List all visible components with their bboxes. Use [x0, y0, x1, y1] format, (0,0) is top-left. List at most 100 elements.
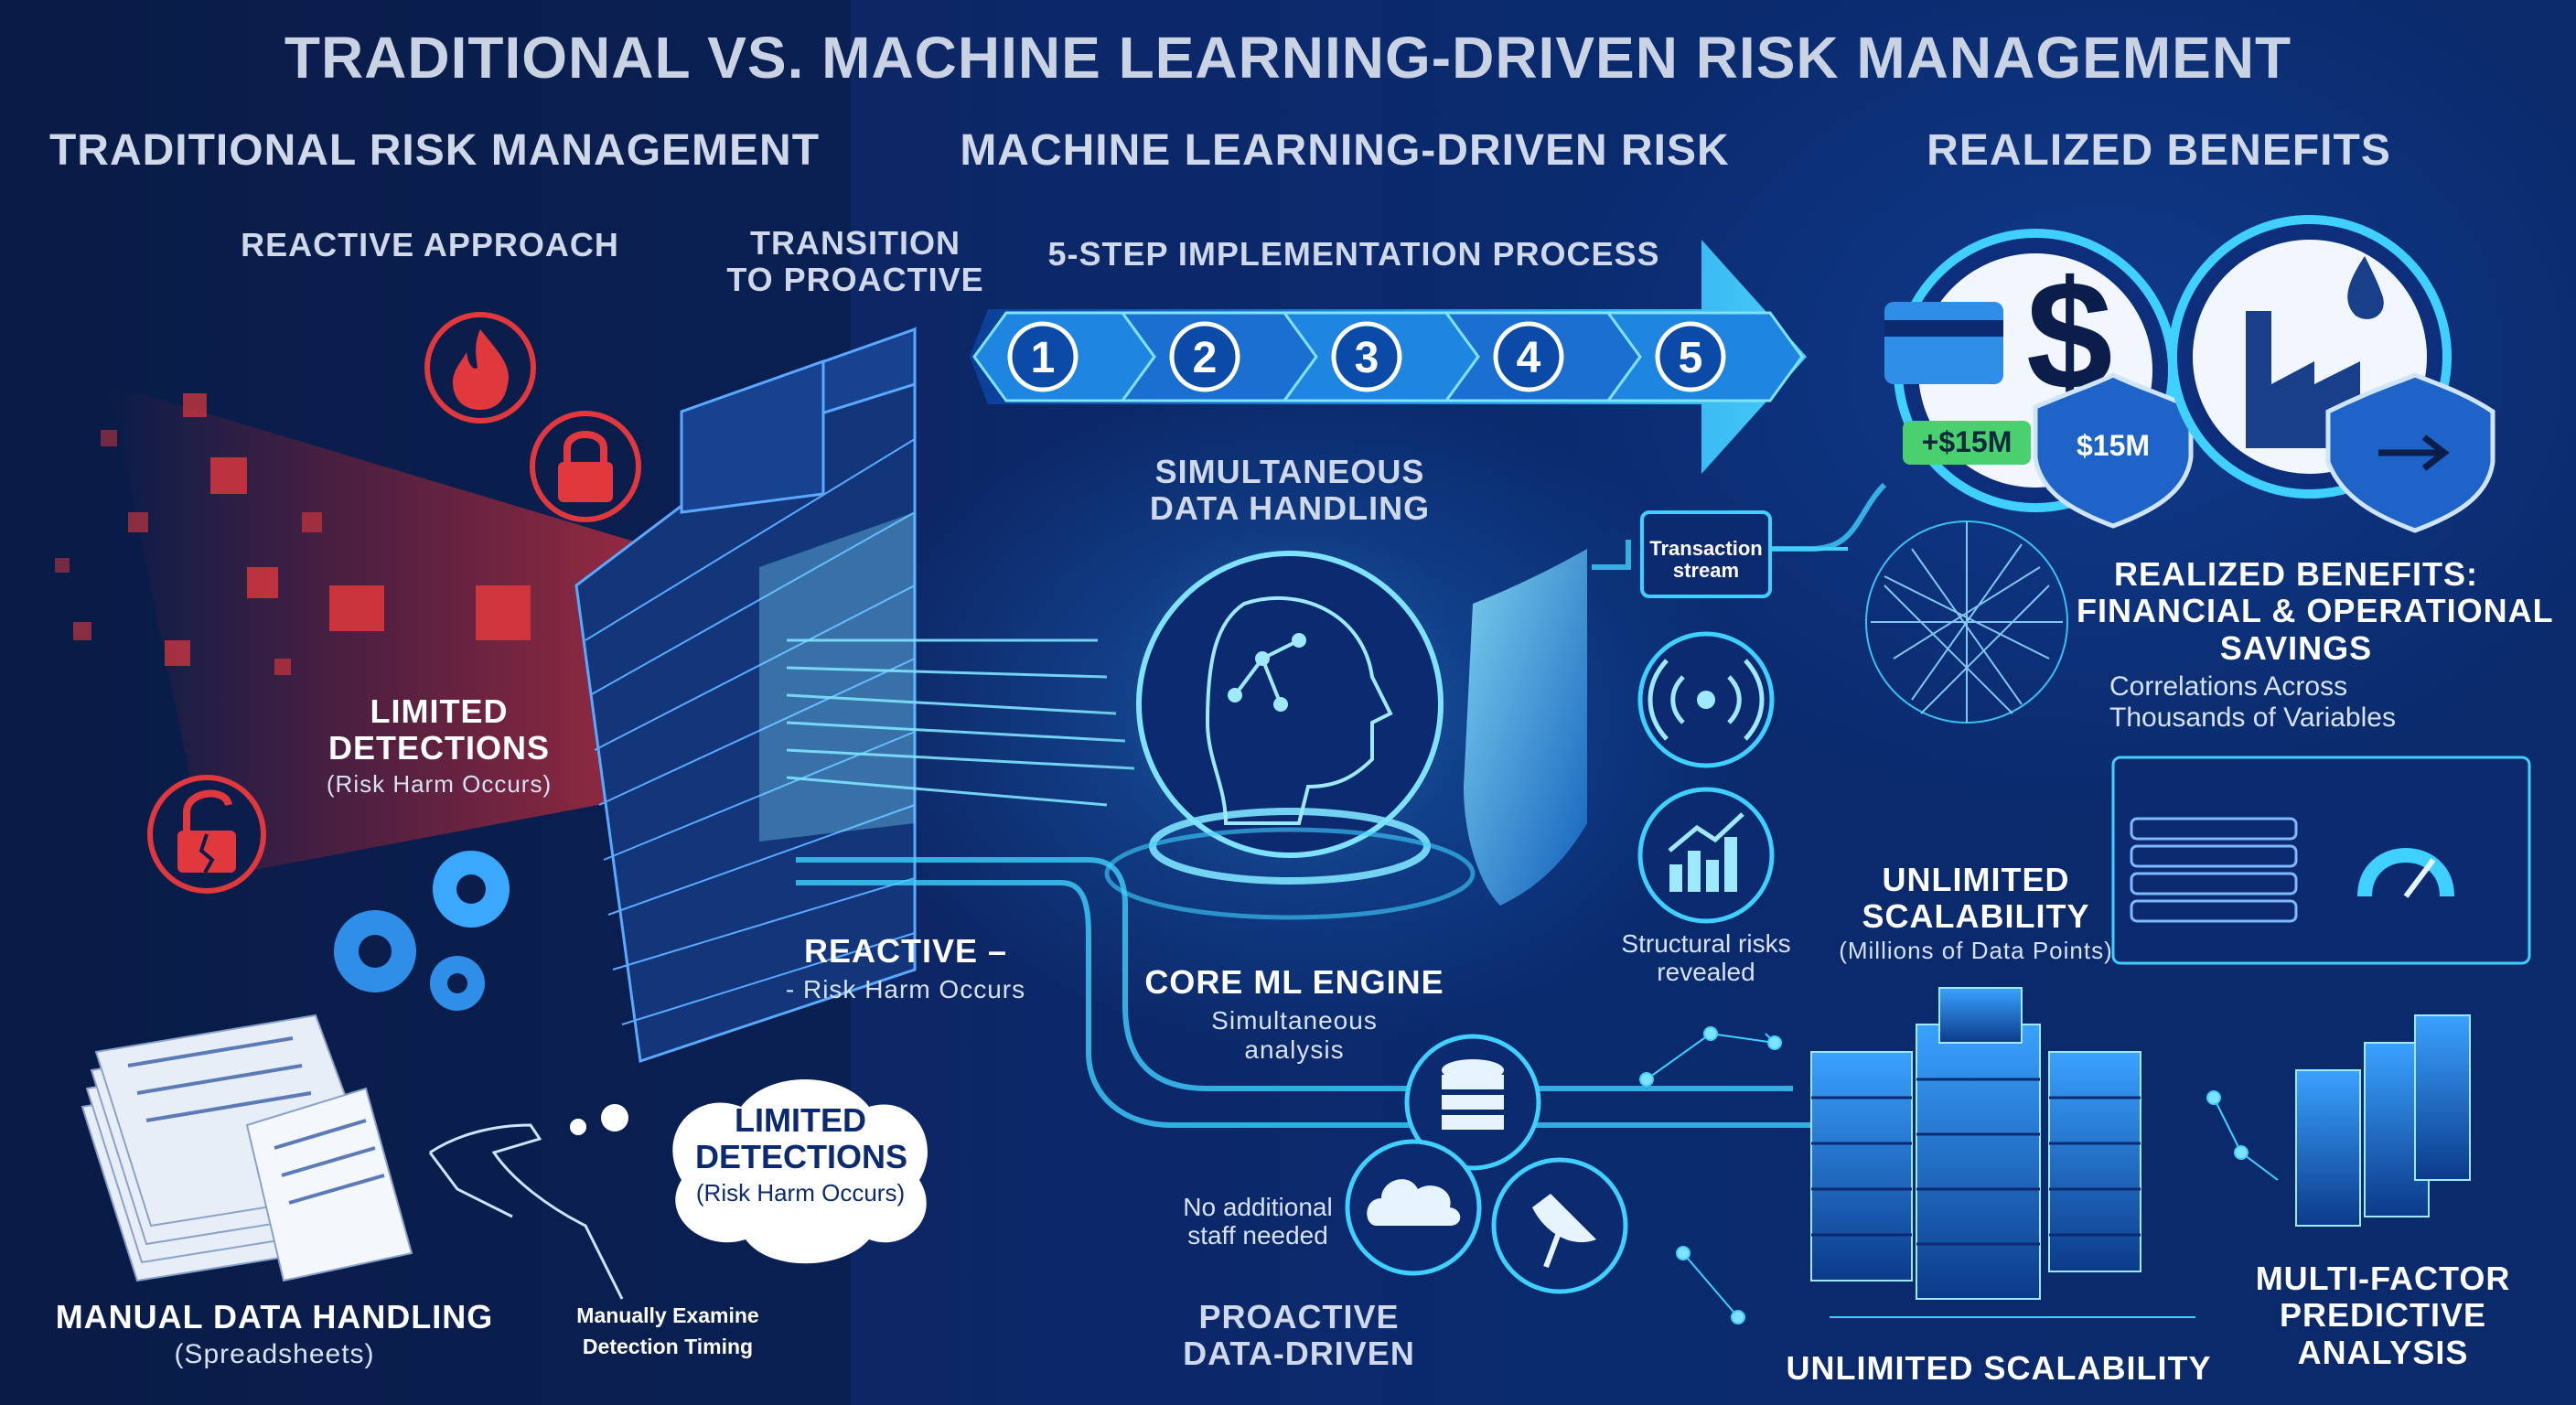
process-step-number: 1: [1031, 334, 1056, 382]
cloud-sub: (Risk Harm Occurs): [695, 1178, 906, 1207]
proactive-label: PROACTIVE DATA-DRIVEN: [1153, 1298, 1445, 1373]
transition-label: TRANSITION TO PROACTIVE: [723, 224, 988, 299]
thought-cloud: [570, 1079, 928, 1264]
manually-examine: Manually Examine: [576, 1303, 759, 1327]
ai-head-icon: [1205, 595, 1393, 825]
network-nodes: [1639, 1026, 2279, 1325]
multi-factor-label: MULTI-FACTOR PREDICTIVE ANALYSIS: [2232, 1260, 2534, 1371]
transaction-line1: Transaction: [1649, 537, 1763, 560]
database-icon: [1404, 1034, 1541, 1171]
lock-icon: [530, 411, 641, 522]
signal-icon: [1637, 631, 1775, 768]
multi-line3: ANALYSIS: [2297, 1333, 2469, 1371]
process-step-circle: [1331, 321, 1402, 392]
process-step-circle: [1493, 321, 1564, 392]
transaction-stream-box: [1640, 510, 1772, 598]
analytics-panel: [2111, 756, 2531, 965]
core-title: CORE ML ENGINE: [1144, 963, 1444, 1001]
structural-risks-label: Structural risks revealed: [1592, 929, 1820, 987]
broken-lock-icon: [147, 775, 266, 894]
cloud-label: LIMITED DETECTIONS (Risk Harm Occurs): [659, 1101, 942, 1207]
section-title-traditional: TRADITIONAL RISK MANAGEMENT: [48, 126, 821, 175]
breach-glow: [759, 512, 915, 842]
limited-detections-label: LIMITED DETECTIONS (Risk Harm Occurs): [302, 692, 576, 798]
network-graph-icon: [1865, 520, 2068, 724]
reactive-approach-label: REACTIVE APPROACH: [241, 226, 619, 263]
transition-line2: TO PROACTIVE: [726, 261, 984, 299]
reactive-title: REACTIVE –: [803, 932, 1008, 970]
process-step-number: 2: [1193, 334, 1218, 382]
satellite-icon: [1491, 1157, 1628, 1294]
limited-detections-title: LIMITED DETECTIONS: [327, 692, 550, 767]
brick-lines: [585, 438, 916, 1025]
cloud-title: LIMITED DETECTIONS: [695, 1101, 908, 1176]
core-ml-engine: [1079, 494, 1500, 920]
amount-shield-icon: [2033, 372, 2194, 529]
simultaneous-line1: SIMULTANEOUS: [1154, 453, 1425, 490]
red-beam: [110, 384, 695, 878]
process-title: 5-STEP IMPLEMENTATION PROCESS: [1047, 235, 1660, 273]
structural-line1: Structural risks: [1621, 929, 1791, 958]
limited-detections-sub: (Risk Harm Occurs): [326, 769, 553, 798]
structural-line2: revealed: [1657, 958, 1755, 987]
unlimited-scalability-label: UNLIMITED SCALABILITY (Millions of Data …: [1830, 861, 2122, 964]
process-step-number: 5: [1679, 334, 1703, 382]
shield-amount-text: $15M: [2076, 429, 2151, 462]
process-step-circle: [1169, 321, 1240, 392]
reactive-sub: - Risk Harm Occurs: [785, 975, 1026, 1004]
core-ml-label: CORE ML ENGINE Simultaneous analysis: [1116, 963, 1473, 1064]
unlimited-scalability-bottom: UNLIMITED SCALABILITY: [1786, 1349, 2212, 1387]
process-step-number: 3: [1355, 334, 1379, 382]
detection-timing: Detection Timing: [582, 1334, 754, 1358]
unlimited-line2: SCALABILITY: [1862, 897, 2090, 936]
realized-benefits-label: REALIZED BENEFITS: FINANCIAL & OPERATION…: [2077, 555, 2554, 667]
manual-examine-label: Manually Examine Detection Timing: [540, 1303, 796, 1359]
plus-amount-text: +$15M: [1921, 425, 2012, 458]
simultaneous-label: SIMULTANEOUS DATA HANDLING: [1134, 453, 1445, 528]
correlations-label: Correlations Across Thousands of Variabl…: [2109, 671, 2457, 733]
simultaneous-line2: DATA HANDLING: [1149, 489, 1431, 528]
no-staff-line1: No additional: [1183, 1193, 1333, 1221]
reactive-transition-label: REACTIVE – - Risk Harm Occurs: [759, 932, 1052, 1004]
realized-line3: SAVINGS: [2219, 628, 2373, 667]
core-sub2: analysis: [1244, 1035, 1345, 1064]
unlimited-line1: UNLIMITED: [1882, 861, 2070, 898]
shield-icon: [1464, 549, 1587, 906]
realized-line2: FINANCIAL & OPERATIONAL: [2077, 592, 2554, 630]
core-sub1: Simultaneous: [1211, 1006, 1378, 1035]
unlimited-sub: (Millions of Data Points): [1839, 936, 2113, 964]
cloud-icon: [1345, 1139, 1482, 1276]
section-title-benefits: REALIZED BENEFITS: [1927, 126, 2391, 175]
plus-amount-badge: [1903, 421, 2031, 465]
transaction-stream-label: Transaction stream: [1642, 537, 1770, 583]
hand-icon: [428, 1123, 624, 1300]
process-step-number: 4: [1517, 334, 1541, 382]
gear-icon: [334, 851, 510, 1011]
data-beams: [786, 638, 1135, 807]
no-staff-line2: staff needed: [1187, 1221, 1328, 1250]
server-slots: [1811, 1078, 2141, 1246]
brick-wall: [574, 326, 917, 1063]
no-staff-label: No additional staff needed: [1153, 1193, 1363, 1250]
process-step-circle: [1655, 321, 1726, 392]
process-step-circle: [1007, 321, 1079, 392]
correlations-line2: Thousands of Variables: [2109, 702, 2396, 733]
transition-line1: TRANSITION: [750, 224, 961, 262]
proactive-line2: DATA-DRIVEN: [1183, 1335, 1415, 1373]
correlations-line1: Correlations Across: [2109, 671, 2348, 702]
spreadsheet-stack-icon: [80, 1014, 413, 1282]
red-fragments: [55, 393, 531, 675]
multi-line2: PREDICTIVE: [2279, 1296, 2487, 1335]
manual-sub: (Spreadsheets): [174, 1339, 375, 1370]
transaction-line2: stream: [1672, 559, 1740, 583]
fire-icon: [424, 312, 536, 424]
server-rack-icon: [1810, 987, 2471, 1300]
proactive-line1: PROACTIVE: [1198, 1298, 1400, 1335]
manual-data-handling-label: MANUAL DATA HANDLING (Spreadsheets): [37, 1298, 512, 1370]
manual-title: MANUAL DATA HANDLING: [55, 1298, 494, 1335]
realized-line1: REALIZED BENEFITS:: [2113, 555, 2478, 593]
growth-chart-icon: [1637, 787, 1775, 924]
section-title-ml: MACHINE LEARNING-DRIVEN RISK: [960, 126, 1730, 175]
